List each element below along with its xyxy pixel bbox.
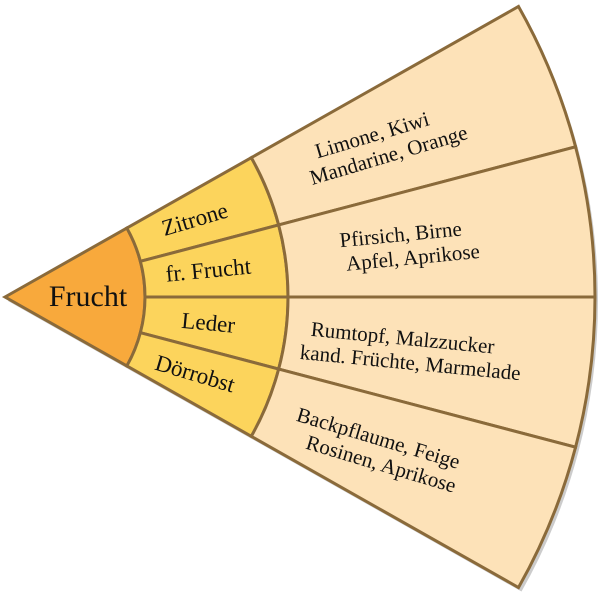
detail-sector: [249, 367, 578, 590]
segment-label: Leder: [180, 308, 236, 338]
root-label: Frucht: [49, 280, 128, 313]
